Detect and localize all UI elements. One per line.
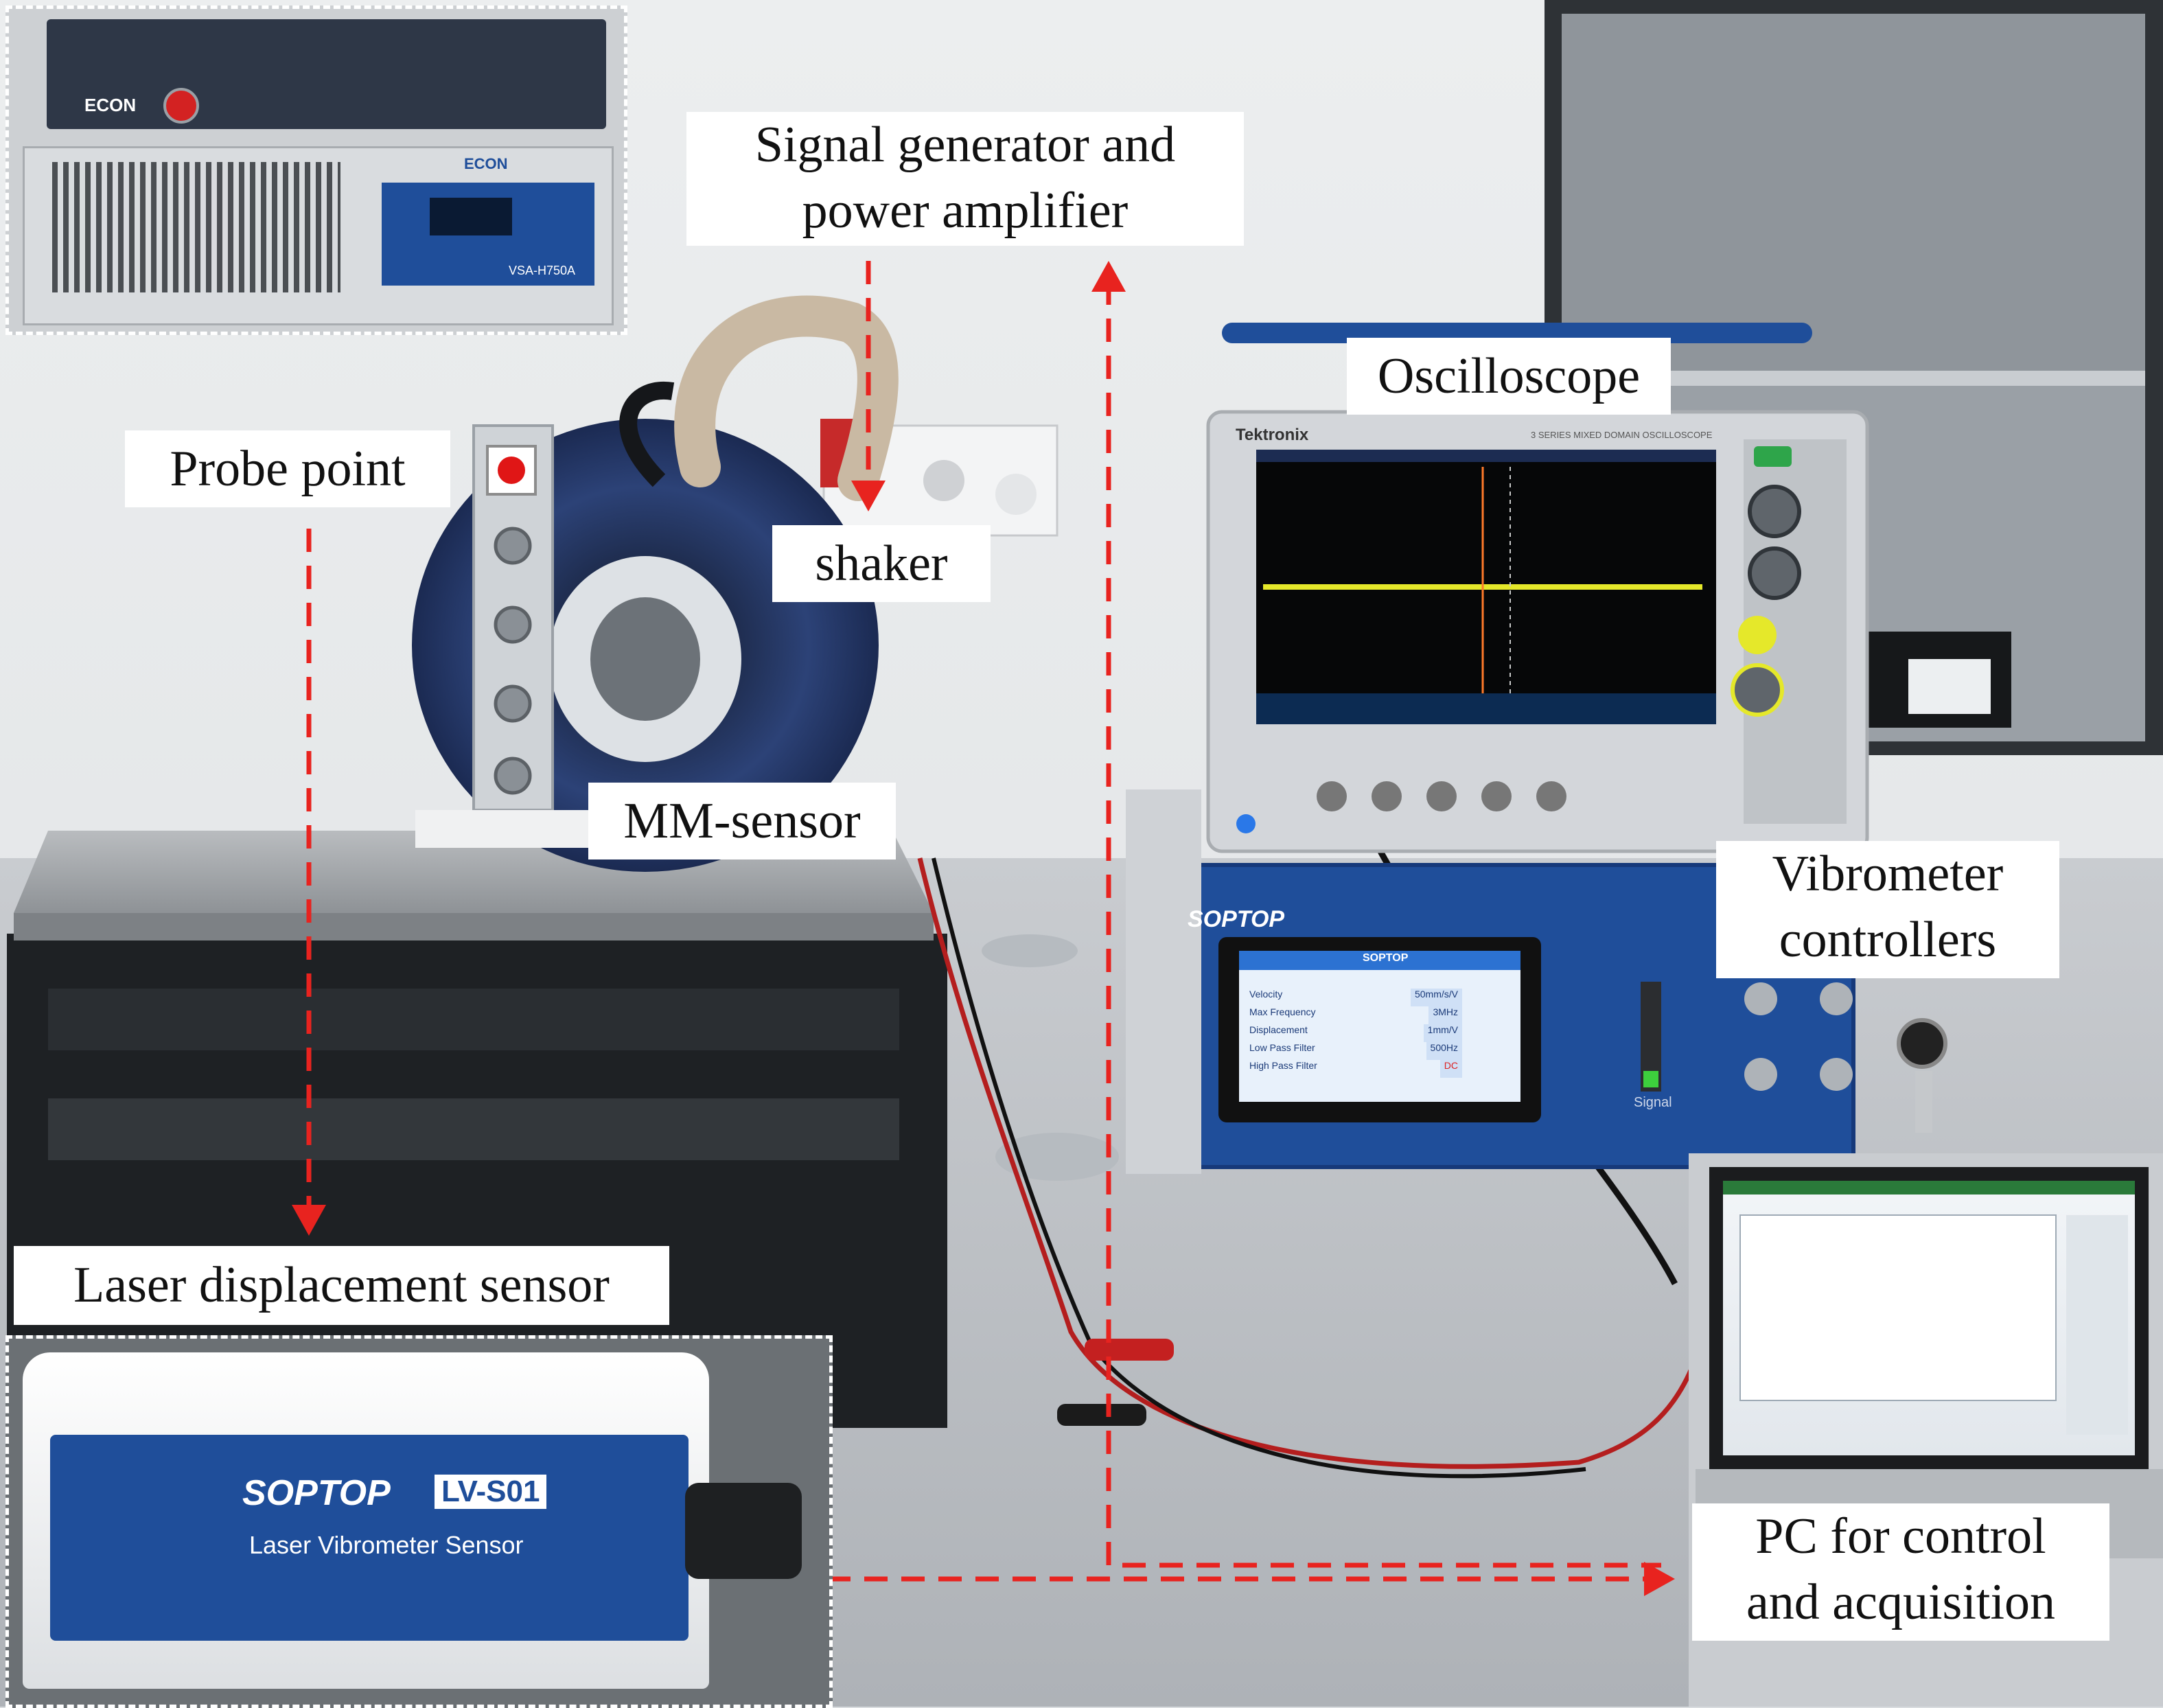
controller-row: Max Frequency 3MHz bbox=[1249, 1006, 1462, 1024]
label-signal-generator-line1: Signal generator and bbox=[754, 117, 1176, 173]
probe-dot bbox=[498, 457, 525, 484]
controller-row-name: High Pass Filter bbox=[1249, 1060, 1317, 1071]
label-vibrometer-line2: controllers bbox=[1779, 912, 1997, 968]
controller-row: Velocity 50mm/s/V bbox=[1249, 989, 1462, 1006]
label-mm-sensor: MM-sensor bbox=[588, 783, 896, 859]
controller-screen bbox=[1239, 951, 1520, 1102]
label-vibrometer-controllers: Vibrometer controllers bbox=[1716, 841, 2059, 978]
label-laser-sensor: Laser displacement sensor bbox=[14, 1246, 669, 1325]
controller-row: High Pass Filter DC bbox=[1249, 1060, 1462, 1078]
laser-product: Laser Vibrometer Sensor bbox=[249, 1531, 524, 1559]
label-pc-line1: PC for control bbox=[1755, 1508, 2046, 1565]
label-shaker: shaker bbox=[772, 525, 991, 602]
controller-row-value: DC bbox=[1439, 1060, 1462, 1078]
label-signal-generator-line2: power amplifier bbox=[802, 183, 1129, 239]
red-clip bbox=[1085, 1339, 1174, 1361]
stop-button bbox=[163, 88, 199, 124]
air-hose bbox=[674, 295, 899, 501]
controller-row-name: Velocity bbox=[1249, 989, 1283, 1000]
controller-row-name: Displacement bbox=[1249, 1024, 1308, 1035]
controller-row-value: 3MHz bbox=[1428, 1006, 1462, 1024]
label-pc-line2: and acquisition bbox=[1746, 1574, 2056, 1630]
econ-inset: ECON ECON VSA-H750A bbox=[5, 5, 627, 335]
amplifier-panel: ECON VSA-H750A bbox=[382, 155, 594, 286]
controller-row-name: Low Pass Filter bbox=[1249, 1042, 1315, 1053]
label-oscilloscope: Oscilloscope bbox=[1347, 338, 1671, 415]
signal-wire bbox=[917, 857, 1705, 1469]
soptop-controller-brand: SOPTOP bbox=[1188, 906, 1285, 932]
laser-sensor-body: SOPTOP LV-S01 Laser Vibrometer Sensor bbox=[23, 1352, 709, 1689]
shaker-knob-upper bbox=[982, 934, 1078, 967]
label-pc: PC for control and acquisition bbox=[1692, 1503, 2109, 1641]
controller-screen-title: SOPTOP bbox=[1363, 952, 1409, 964]
shaker-knob-lower bbox=[995, 1133, 1119, 1181]
tektronix-brand: Tektronix bbox=[1236, 426, 1309, 444]
signal-flow-arrows bbox=[306, 261, 1661, 1582]
controller-row: Low Pass Filter 500Hz bbox=[1249, 1042, 1462, 1060]
econ-brand-top: ECON bbox=[84, 95, 137, 115]
scope-series: 3 SERIES MIXED DOMAIN OSCILLOSCOPE bbox=[1531, 430, 1713, 440]
label-signal-generator: Signal generator and power amplifier bbox=[686, 112, 1244, 246]
controller-row-name: Max Frequency bbox=[1249, 1006, 1316, 1017]
controller-row-value: 500Hz bbox=[1426, 1042, 1462, 1060]
laser-lens bbox=[685, 1483, 802, 1579]
label-probe-point: Probe point bbox=[125, 430, 450, 507]
controller-settings-list: Velocity 50mm/s/V Max Frequency 3MHz Dis… bbox=[1249, 989, 1462, 1078]
black-clip bbox=[1057, 1404, 1146, 1426]
controller-row-value: 1mm/V bbox=[1423, 1024, 1462, 1042]
power-amplifier: ECON VSA-H750A bbox=[23, 146, 614, 325]
controller-row-value: 50mm/s/V bbox=[1410, 989, 1462, 1006]
signal-generator: ECON bbox=[47, 19, 606, 129]
laser-inset: SOPTOP LV-S01 Laser Vibrometer Sensor bbox=[5, 1335, 833, 1708]
laser-model: LV-S01 bbox=[435, 1475, 547, 1509]
econ-brand-bottom: ECON bbox=[464, 155, 508, 172]
laser-blue-panel: SOPTOP LV-S01 Laser Vibrometer Sensor bbox=[50, 1435, 689, 1641]
controller-row: Displacement 1mm/V bbox=[1249, 1024, 1462, 1042]
econ-model: VSA-H750A bbox=[509, 264, 576, 277]
arrowheads bbox=[292, 261, 1675, 1596]
label-vibrometer-line1: Vibrometer bbox=[1772, 846, 2004, 902]
signal-meter-label: Signal bbox=[1634, 1095, 1672, 1110]
laser-brand: SOPTOP bbox=[242, 1473, 391, 1513]
